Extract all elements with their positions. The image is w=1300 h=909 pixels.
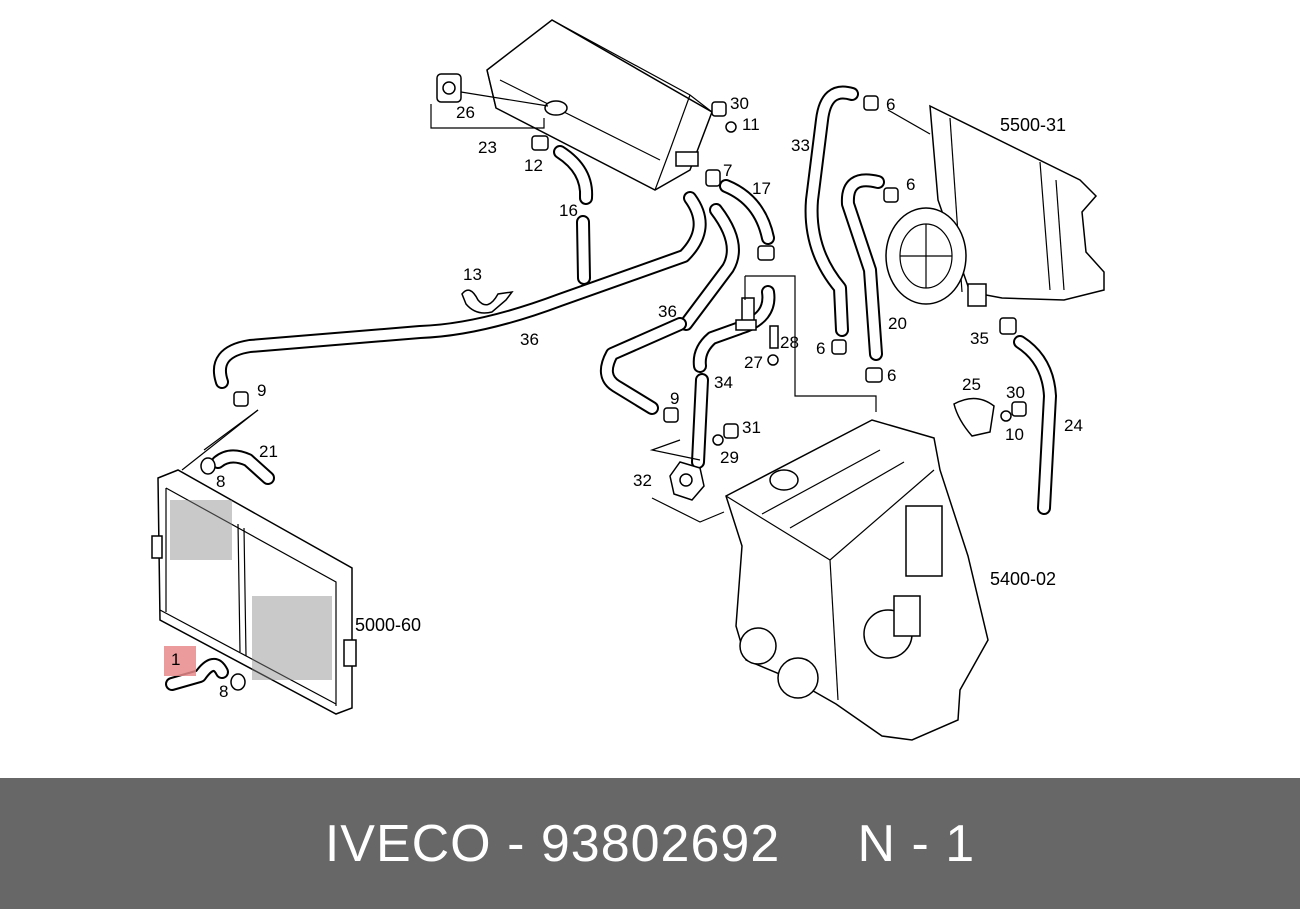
callout-6-c[interactable]: 6 [816,339,825,358]
callout-28[interactable]: 28 [780,333,799,352]
fan-assembly [885,104,1105,307]
callout-36-b[interactable]: 36 [658,302,677,321]
caption-gap [492,814,507,874]
callout-27[interactable]: 27 [744,353,763,372]
callout-11[interactable]: 11 [742,115,760,134]
thermostat-32 [669,461,705,501]
leader-26-tank [460,91,549,107]
callout-17[interactable]: 17 [752,179,771,198]
caption-brand: IVECO [324,814,492,873]
callout-9-b[interactable]: 9 [670,389,679,408]
clamps [200,95,1027,691]
callout-1[interactable]: 1 [171,650,180,669]
callout-6-d[interactable]: 6 [887,366,896,385]
callout-30-a[interactable]: 30 [730,94,749,113]
callout-23[interactable]: 23 [478,138,497,157]
callout-21[interactable]: 21 [259,442,278,461]
assembly-label-5400-02[interactable]: 5400-02 [990,569,1056,589]
callout-34[interactable]: 34 [714,373,733,392]
callout-8-a[interactable]: 8 [216,472,225,491]
caption-gap [525,814,540,874]
assembly-label-5000-60[interactable]: 5000-60 [355,615,421,635]
callout-8-b[interactable]: 8 [219,682,228,701]
callout-7[interactable]: 7 [723,161,732,180]
parts-diagram: 1 6 6 6 6 7 8 8 9 9 10 11 12 13 16 17 20… [151,19,1105,741]
callout-32[interactable]: 32 [633,471,652,490]
hoses [165,85,1057,691]
radiator [151,469,357,715]
callout-35[interactable]: 35 [970,329,989,348]
callout-13[interactable]: 13 [463,265,482,284]
caption-position: N - 1 [857,814,976,873]
callout-12[interactable]: 12 [524,156,543,175]
leader-23 [430,104,545,129]
cap-26 [436,73,462,103]
caption-gap [780,814,857,874]
callout-36-a[interactable]: 36 [520,330,539,349]
callout-30-b[interactable]: 30 [1006,383,1025,402]
callout-26[interactable]: 26 [456,103,475,122]
callout-10[interactable]: 10 [1005,425,1024,444]
callout-33[interactable]: 33 [791,136,810,155]
caption-separator: - [507,814,526,873]
engine [725,419,989,741]
leaders [181,109,931,523]
callout-6-b[interactable]: 6 [906,175,915,194]
caption-bar: IVECO - 93802692 N - 1 [0,778,1300,909]
callout-24[interactable]: 24 [1064,416,1083,435]
callout-20[interactable]: 20 [888,314,907,333]
callout-6-a[interactable]: 6 [886,95,895,114]
highlight-callout-1 [164,646,196,676]
callout-labels: 1 6 6 6 6 7 8 8 9 9 10 11 12 13 16 17 20… [171,94,1083,701]
callout-25[interactable]: 25 [962,375,981,394]
callout-9-a[interactable]: 9 [257,381,266,400]
caption-part-number: 93802692 [540,814,781,873]
callout-29[interactable]: 29 [720,448,739,467]
callout-16[interactable]: 16 [559,201,578,220]
callout-31[interactable]: 31 [742,418,761,437]
expansion-tank [486,19,713,191]
assembly-label-5500-31[interactable]: 5500-31 [1000,115,1066,135]
